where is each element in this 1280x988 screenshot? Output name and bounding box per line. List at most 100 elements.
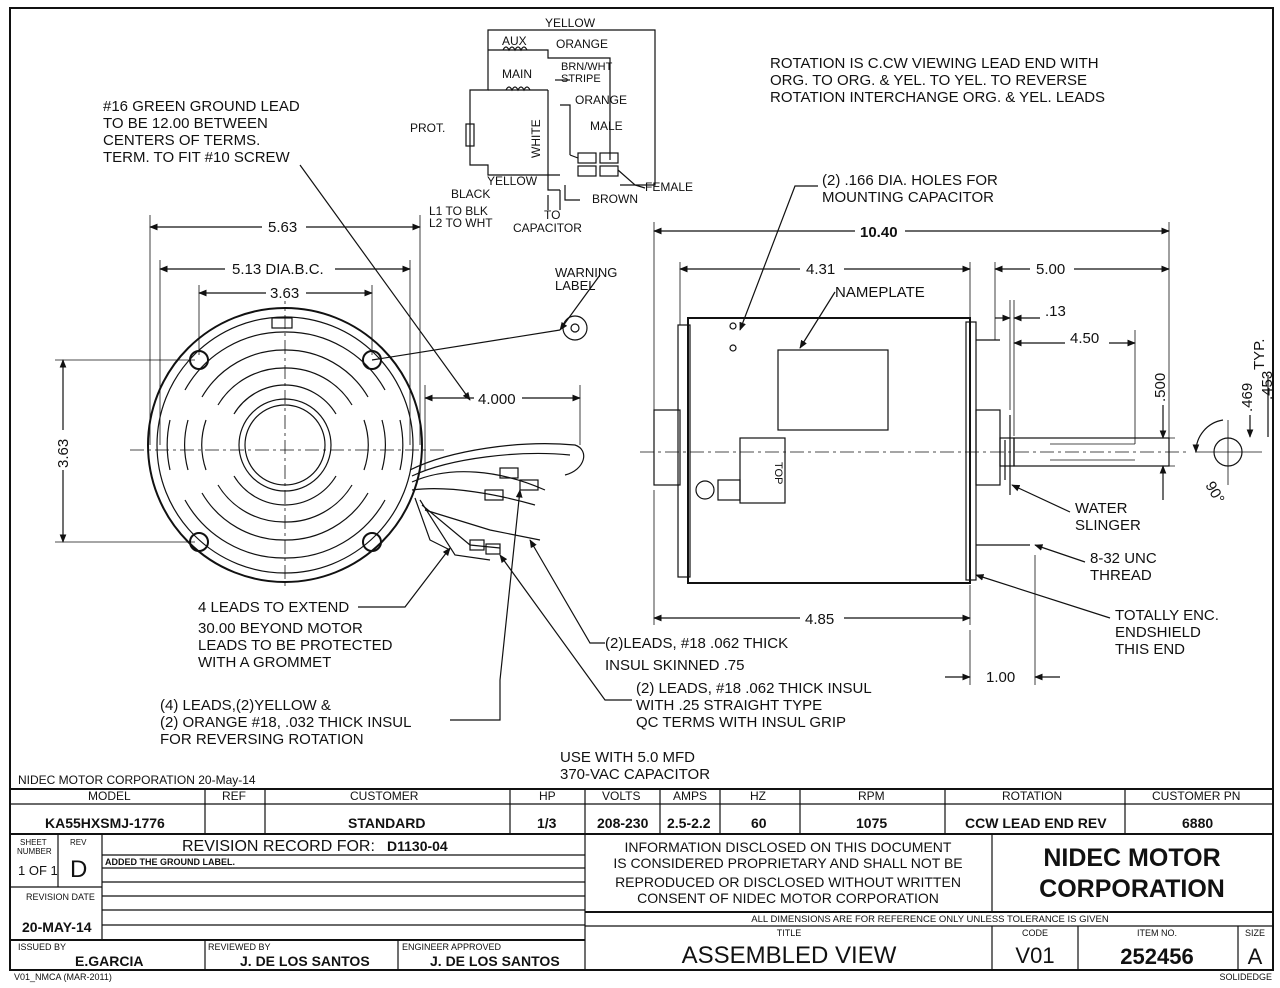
dim-363-horizontal: 3.63	[270, 285, 299, 302]
title-block: NIDEC MOTOR CORPORATION 20-May-14 MODEL …	[10, 773, 1273, 982]
wire-aux: AUX	[502, 34, 527, 48]
header-hz: HZ	[750, 789, 766, 803]
leads-qc-text: QC TERMS WITH INSUL GRIP	[636, 714, 846, 731]
proprietary-line: INFORMATION DISCLOSED ON THIS DOCUMENT	[625, 839, 952, 855]
dim-513-dia-bc: 5.13 DIA.B.C.	[232, 261, 324, 278]
wire-l2: L2 TO WHT	[429, 216, 493, 230]
rotation-note-line: ROTATION IS C.CW VIEWING LEAD END WITH	[770, 55, 1099, 72]
rotation-note-line: ORG. TO ORG. & YEL. TO YEL. TO REVERSE	[770, 72, 1087, 89]
rotation-note-line: ROTATION INTERCHANGE ORG. & YEL. LEADS	[770, 89, 1105, 106]
dim-90-degrees: 90°	[1202, 479, 1228, 507]
wire-white: WHITE	[529, 119, 543, 158]
top-label-text: TOP	[772, 462, 784, 484]
company-date: NIDEC MOTOR CORPORATION 20-May-14	[18, 773, 256, 787]
issued-by: E.GARCIA	[75, 953, 143, 969]
revision-date-label: REVISION DATE	[26, 892, 95, 902]
revision-record-label: REVISION RECORD FOR:	[182, 838, 375, 855]
company-name: CORPORATION	[1039, 875, 1225, 903]
sheet-label: SHEET	[20, 838, 47, 847]
title-label: TITLE	[777, 928, 802, 938]
header-volts: VOLTS	[602, 789, 640, 803]
end-view	[130, 274, 601, 590]
warning-label-text: WARNING	[555, 265, 617, 280]
header-customer-pn: CUSTOMER PN	[1152, 789, 1240, 803]
proprietary-line: IS CONSIDERED PROPRIETARY AND SHALL NOT …	[613, 855, 962, 871]
reviewed-by: J. DE LOS SANTOS	[240, 953, 370, 969]
leads-qc-text: (2) LEADS, #18 .062 THICK INSUL	[636, 680, 872, 697]
leads-reversing-text: FOR REVERSING ROTATION	[160, 731, 364, 748]
header-rpm: RPM	[858, 789, 885, 803]
holes-note-line: (2) .166 DIA. HOLES FOR	[822, 172, 998, 189]
ground-note-line: #16 GREEN GROUND LEAD	[103, 98, 300, 115]
code-value: V01	[1015, 943, 1054, 968]
reviewed-by-label: REVIEWED BY	[208, 942, 271, 952]
dim-500-vertical: .500	[1152, 373, 1169, 402]
sheet-value: 1 OF 1	[18, 863, 58, 878]
warning-label-text: LABEL	[555, 278, 595, 293]
header-customer: CUSTOMER	[350, 789, 419, 803]
wire-orange-mid: ORANGE	[575, 93, 627, 107]
revision-date: 20-MAY-14	[22, 919, 92, 935]
dim-363-vertical: 3.63	[55, 439, 72, 468]
nameplate	[777, 349, 889, 431]
software-label: SOLIDEDGE	[1219, 972, 1272, 982]
value-customer-pn: 6880	[1182, 815, 1213, 831]
dim-1040: 10.40	[860, 224, 898, 241]
dim-450: 4.50	[1070, 330, 1099, 347]
proprietary-line: REPRODUCED OR DISCLOSED WITHOUT WRITTEN	[615, 874, 961, 890]
value-customer: STANDARD	[348, 815, 426, 831]
water-slinger-text: WATER	[1075, 500, 1128, 517]
capacitor-use-text: USE WITH 5.0 MFD	[560, 749, 695, 766]
wire-black: BLACK	[451, 187, 490, 201]
proprietary-line: CONSENT OF NIDEC MOTOR CORPORATION	[637, 890, 939, 906]
wire-to: TO	[544, 208, 560, 222]
header-rotation: ROTATION	[1002, 789, 1062, 803]
dim-typ: TYP.	[1251, 339, 1268, 370]
four-leads-text: LEADS TO BE PROTECTED	[198, 637, 393, 654]
dim-500: 5.00	[1036, 261, 1065, 278]
company-name: NIDEC MOTOR	[1043, 844, 1220, 872]
end-view-dimensions: 5.63 5.13 DIA.B.C. 3.63 3.63 4.000	[53, 215, 581, 543]
nameplate-callout: NAMEPLATE	[835, 284, 925, 301]
holes-note: (2) .166 DIA. HOLES FOR MOUNTING CAPACIT…	[739, 172, 998, 331]
water-slinger-text: SLINGER	[1075, 517, 1141, 534]
leads-reversing-text: (2) ORANGE #18, .032 THICK INSUL	[160, 714, 411, 731]
rev-label: REV	[70, 838, 87, 847]
sheet-border	[9, 7, 1274, 971]
wire-l1: L1 TO BLK	[429, 204, 488, 218]
rev-value: D	[70, 856, 87, 883]
lead-callouts: 4 LEADS TO EXTEND 30.00 BEYOND MOTOR LEA…	[160, 489, 872, 783]
leads-skinned-text: INSUL SKINNED .75	[605, 657, 745, 674]
value-rpm: 1075	[856, 815, 887, 831]
four-leads-text: 30.00 BEYOND MOTOR	[198, 620, 363, 637]
wire-female: FEMALE	[645, 180, 693, 194]
wire-brown: BROWN	[592, 192, 638, 206]
four-leads-text: 4 LEADS TO EXTEND	[198, 599, 349, 616]
revision-number: D1130-04	[387, 838, 448, 854]
leads-reversing-text: (4) LEADS,(2)YELLOW &	[160, 697, 331, 714]
dim-4000: 4.000	[478, 391, 516, 408]
wire-stripe: STRIPE	[561, 73, 601, 85]
revision-note: ADDED THE GROUND LABEL.	[105, 857, 235, 867]
rotation-note: ROTATION IS C.CW VIEWING LEAD END WITH O…	[770, 55, 1105, 106]
wire-orange-top: ORANGE	[556, 37, 608, 51]
ground-note-line: TERM. TO FIT #10 SCREW	[103, 149, 291, 166]
thread-text: 8-32 UNC	[1090, 550, 1157, 567]
wire-brn-wht: BRN/WHT	[561, 61, 613, 73]
endshield-text: THIS END	[1115, 641, 1185, 658]
dim-453: .453	[1259, 371, 1276, 400]
dim-100: 1.00	[986, 669, 1015, 686]
value-model: KA55HXSMJ-1776	[45, 815, 165, 831]
ground-note-line: TO BE 12.00 BETWEEN	[103, 115, 268, 132]
drawing-title: ASSEMBLED VIEW	[682, 942, 897, 969]
dim-485: 4.85	[805, 611, 834, 628]
wire-yellow-top: YELLOW	[545, 16, 596, 30]
wiring-diagram: YELLOW AUX ORANGE MAIN BRN/WHT STRIPE OR…	[410, 16, 693, 235]
dim-563: 5.63	[268, 219, 297, 236]
size-label: SIZE	[1245, 928, 1265, 938]
dim-13: .13	[1045, 303, 1066, 320]
endshield-text: ENDSHIELD	[1115, 624, 1201, 641]
item-label: ITEM NO.	[1137, 928, 1177, 938]
ground-note-line: CENTERS OF TERMS.	[103, 132, 260, 149]
engineer-label: ENGINEER APPROVED	[402, 942, 502, 952]
